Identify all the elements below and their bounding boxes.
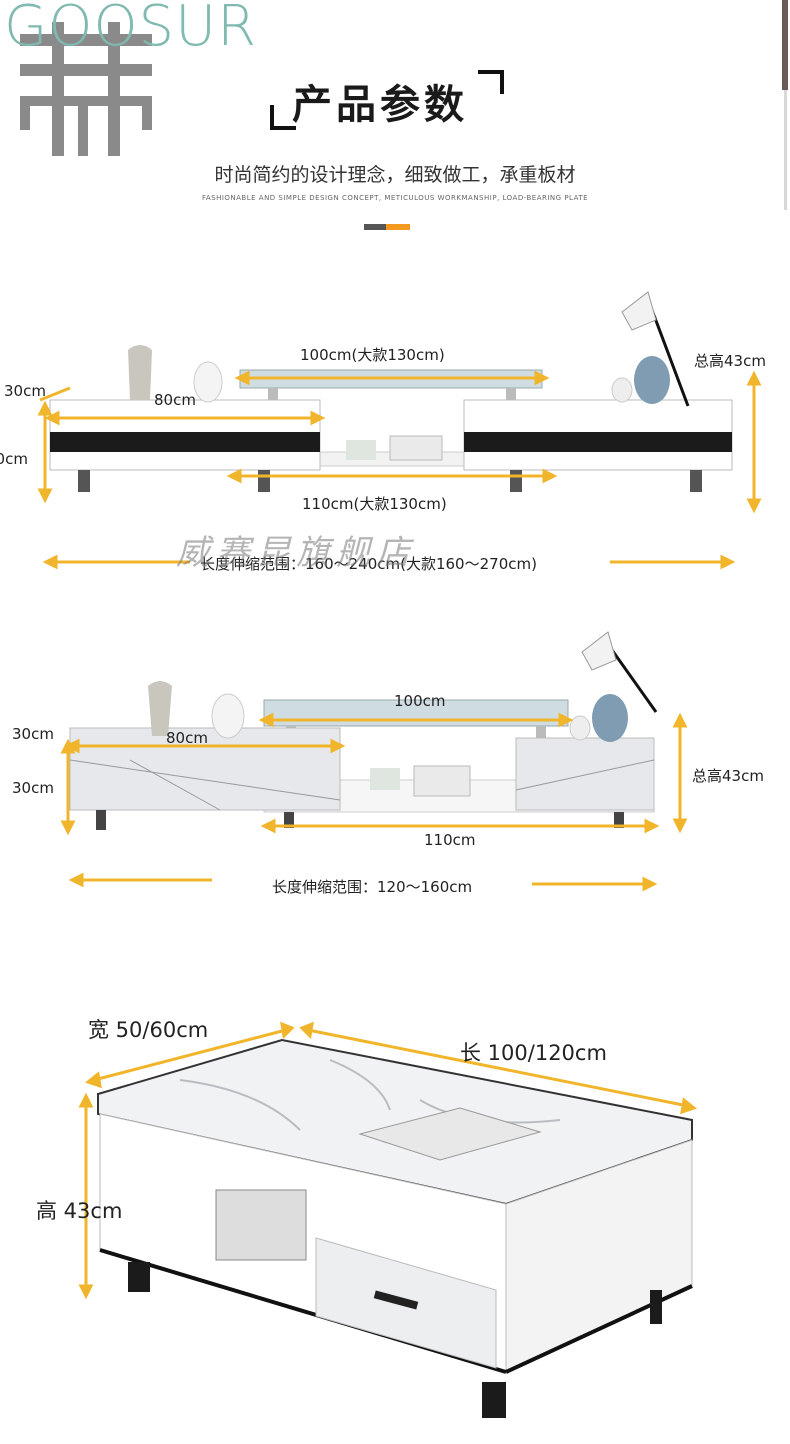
p1-range: 长度伸缩范围：160～240cm(大款160～270cm) [200,555,537,573]
p1-side-width: 80cm [154,391,196,409]
p3-height: 高 43cm [36,1199,123,1223]
p1-depth: 30cm [4,382,46,400]
p2-side-height: 30cm [12,779,54,797]
divider-orange [386,224,410,230]
p2-top-width: 100cm [394,692,446,710]
p2-depth: 30cm [12,725,54,743]
p2-bottom-width: 110cm [424,831,476,849]
divider-dark [364,224,386,230]
p2-range: 长度伸缩范围：120～160cm [272,878,473,896]
subtitle-english: FASHIONABLE AND SIMPLE DESIGN CONCEPT, M… [201,194,589,202]
p3-width: 宽 50/60cm [88,1018,209,1042]
p1-side-height: 30cm [0,450,28,468]
coffee-table [97,1038,693,1418]
p1-bottom-width: 110cm(大款130cm) [302,495,447,513]
watermark: 威赛昆旗舰店 [176,533,416,573]
p3-length: 长 100/120cm [460,1041,607,1065]
p1-total-height: 总高43cm [694,352,766,370]
logo-emblem-icon [20,22,152,156]
page-title: 产品参数 [292,82,468,128]
tv-stand-1 [49,291,733,492]
p2-side-width: 80cm [166,729,208,747]
p1-top-width: 100cm(大款130cm) [300,346,445,364]
subtitle-chinese: 时尚简约的设计理念，细致做工，承重板材 [214,164,576,186]
p2-total-height: 总高43cm [692,767,764,785]
brand-logo-text: GOOSUR [4,0,257,59]
tv-stand-2 [69,631,658,830]
